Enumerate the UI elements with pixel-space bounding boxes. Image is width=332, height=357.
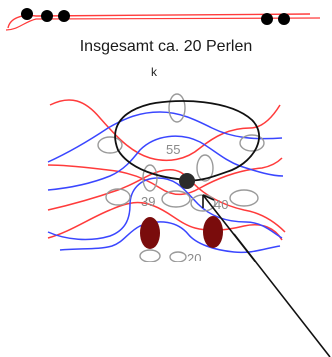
top-bead-2 bbox=[41, 10, 53, 22]
outline-loop bbox=[114, 100, 260, 182]
bead-label-39: 39 bbox=[141, 194, 156, 209]
red-threads bbox=[47, 99, 286, 241]
top-bead-5 bbox=[278, 13, 290, 25]
dark-beads bbox=[140, 216, 223, 249]
bead-label-40: 40 bbox=[214, 197, 229, 212]
bead-label-20: 20 bbox=[187, 251, 202, 261]
top-bead-3 bbox=[58, 10, 70, 22]
top-thread-strand bbox=[5, 8, 321, 31]
outline-beads bbox=[97, 93, 265, 263]
bead-label-55: 55 bbox=[166, 142, 181, 157]
center-bead bbox=[179, 173, 195, 189]
pointer-arrow-tail bbox=[233, 233, 331, 357]
top-bead-1 bbox=[21, 8, 33, 20]
marker-letter: k bbox=[151, 65, 157, 79]
top-bead-4 bbox=[261, 13, 273, 25]
diagram-caption: Insgesamt ca. 20 Perlen bbox=[79, 38, 253, 55]
blue-threads bbox=[47, 111, 284, 254]
